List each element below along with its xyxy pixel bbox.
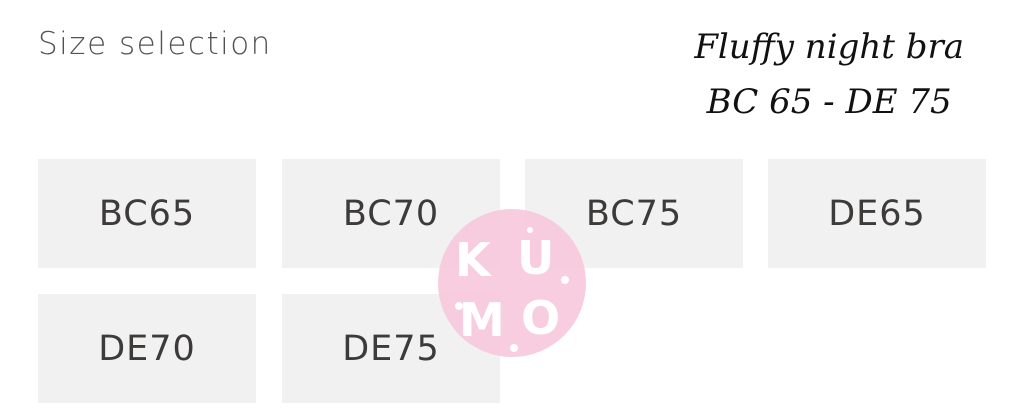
kumo-watermark-logo: K U M O [438, 209, 586, 357]
svg-text:O: O [521, 291, 560, 345]
product-name: Fluffy night bra [694, 27, 964, 67]
size-option-de75[interactable]: DE75 [282, 294, 500, 403]
svg-text:U: U [517, 231, 554, 285]
product-promo-text: Fluffy night bra BC 65 - DE 75 [694, 20, 964, 130]
svg-text:K: K [455, 233, 493, 287]
size-option-bc65[interactable]: BC65 [38, 159, 256, 268]
size-selection-title: Size selection [38, 26, 272, 62]
size-option-de70[interactable]: DE70 [38, 294, 256, 403]
size-option-de65[interactable]: DE65 [768, 159, 986, 268]
svg-text:M: M [459, 293, 505, 347]
size-range: BC 65 - DE 75 [706, 82, 952, 122]
size-option-bc70[interactable]: BC70 [282, 159, 500, 268]
